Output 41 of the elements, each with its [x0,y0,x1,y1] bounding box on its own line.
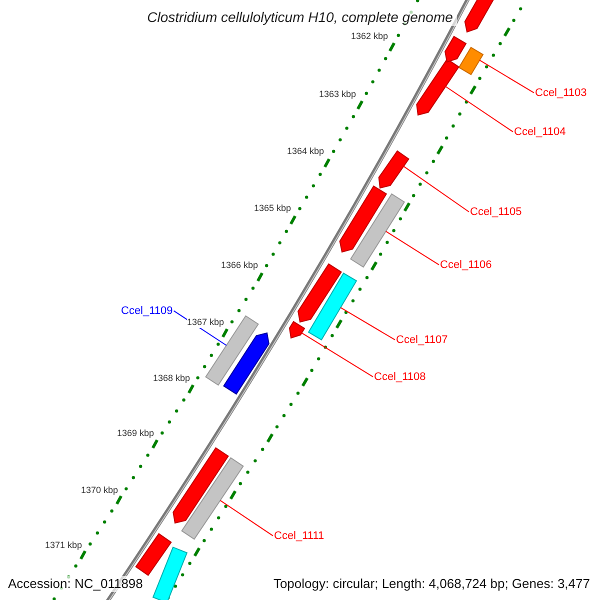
gene-block [205,315,259,386]
leader-line [445,86,514,132]
gene-block-pointed [378,150,410,189]
gene-label: Ccel_1108 [374,371,426,384]
scale-label: 1366 kbp [221,260,258,271]
scale-label: 1369 kbp [117,428,154,439]
leader-line [403,166,470,212]
scale-label: 1368 kbp [153,373,190,384]
footer-text: Accession: NC_011898 [8,576,143,592]
leader-line [340,307,396,340]
gene-block [181,457,244,540]
footer-text: Topology: circular; Length: 4,068,724 bp; Genes: 3,477 [273,576,590,592]
gene-block-pointed [223,332,270,395]
gene-label: Ccel_1104 [514,126,566,139]
gene-block-pointed [339,185,388,253]
scale-label: 1362 kbp [351,31,388,42]
leader-line [301,332,374,378]
gene-block-pointed [416,58,460,116]
gene-block [152,546,188,600]
gene-label: Ccel_1103 [535,87,587,100]
gene-block [350,193,406,268]
gene-block-pointed [444,36,467,63]
gene-label: Ccel_1107 [396,334,448,347]
gene-label: Ccel_1109 [121,305,173,318]
gene-label: Ccel_1106 [440,259,492,272]
gene-block-pointed [288,320,306,339]
gene-block [135,533,172,576]
scale-label: 1365 kbp [254,203,292,214]
gene-block [458,46,484,76]
scale-label: 1371 kbp [45,540,82,551]
scale-label: 1363 kbp [319,89,356,100]
gene-label: Ccel_1111 [274,530,324,543]
leader-line [385,230,440,266]
scale-label: 1364 kbp [287,146,324,157]
gene-block [308,272,358,341]
scale-label: 1370 kbp [81,485,118,496]
leader-line [220,500,274,536]
scale-label: 1367 kbp [187,317,224,328]
gene-label: Ccel_1105 [470,206,522,219]
gene-block-pointed [172,447,229,524]
gene-block-pointed [298,263,342,323]
